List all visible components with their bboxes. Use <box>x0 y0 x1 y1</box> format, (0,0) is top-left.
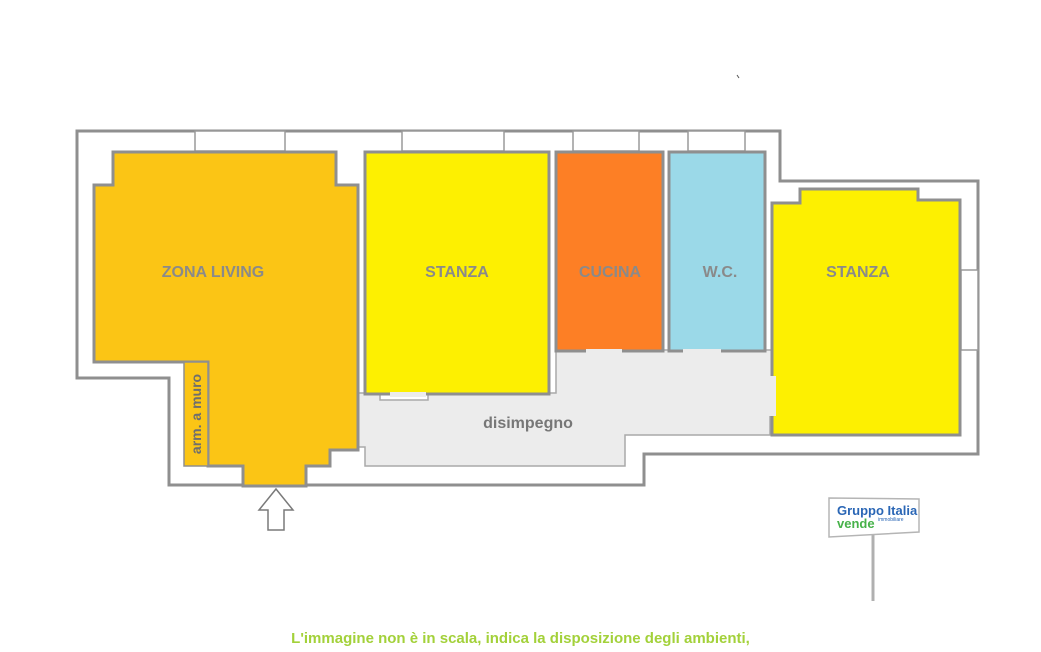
sign-board <box>828 497 920 538</box>
window-living <box>194 130 286 152</box>
logo-subtitle: immobiliare <box>878 517 904 523</box>
door-gap-wc <box>683 349 721 354</box>
window-kitchen <box>572 130 640 152</box>
window-wc <box>687 130 746 152</box>
label-wc: W.C. <box>703 264 738 281</box>
door-gaps <box>390 349 776 416</box>
label-stanza-2: STANZA <box>826 264 890 281</box>
window-room2 <box>960 269 979 351</box>
agency-logo: Gruppo Italia vende immobiliare <box>828 497 920 601</box>
disclaimer-text: L'immagine non è in scala, indica la dis… <box>291 630 750 647</box>
label-stanza-1: STANZA <box>425 264 489 281</box>
room-stanza-1 <box>363 150 551 396</box>
windows <box>194 130 979 351</box>
entrance-arrow-icon <box>257 487 295 531</box>
room-kitchen <box>554 150 665 353</box>
door-gap-kitchen <box>586 349 622 354</box>
label-kitchen: CUCINA <box>579 264 642 281</box>
label-closet: arm. a muro <box>188 374 204 454</box>
logo-line2: vende <box>837 516 875 531</box>
label-hall: disimpegno <box>483 415 573 432</box>
stray-mark <box>736 74 740 79</box>
room-living <box>92 150 360 488</box>
logo-line1: Gruppo Italia <box>837 503 918 518</box>
room-wc <box>667 150 767 353</box>
door-gap-room2 <box>768 376 776 416</box>
closet-built-in <box>183 361 209 467</box>
room-stanza-2 <box>770 187 962 437</box>
window-room1 <box>401 130 505 152</box>
door-gap-room1 <box>390 392 426 397</box>
label-living: ZONA LIVING <box>162 264 265 281</box>
